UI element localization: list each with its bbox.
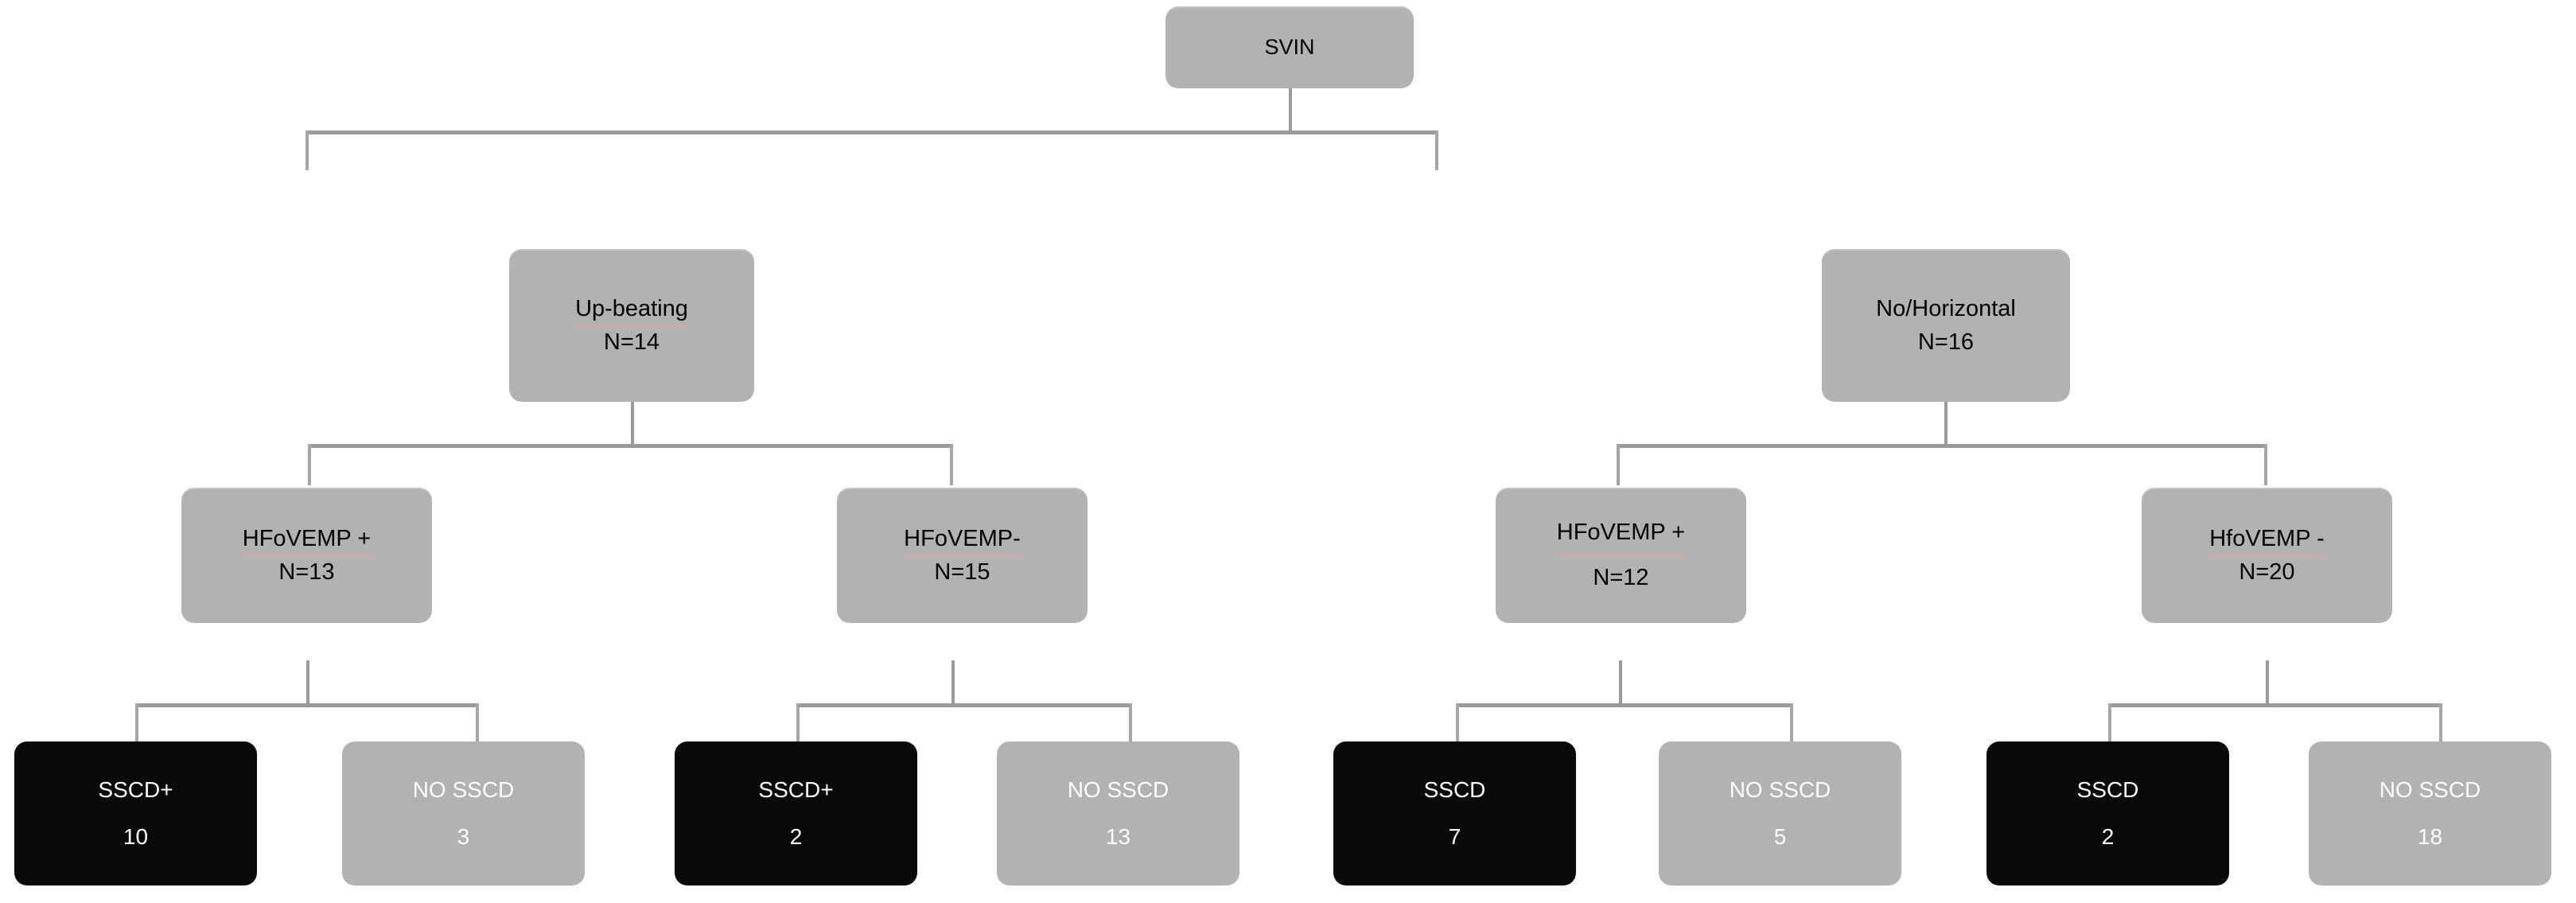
node-leaf-sscd-7[interactable]: SSCD 7 — [1333, 741, 1576, 885]
connector-l2-right-drop-1 — [1617, 444, 1620, 485]
node-level2-no-horizontal[interactable]: No/Horizontal N=16 — [1822, 249, 2070, 402]
node-leaf-sscd-plus-10[interactable]: SSCD+ 10 — [14, 741, 257, 885]
connector-l2-left-bar — [308, 444, 953, 448]
node-level3-count-2: N=12 — [1593, 565, 1649, 590]
node-level3-label-2: HFoVEMP + — [1556, 510, 1686, 556]
connector-l3-1-stem — [306, 660, 309, 706]
node-level3-count-0: N=13 — [278, 559, 335, 585]
connector-l3-3-bar — [1456, 703, 1793, 707]
connector-l3-3-drop-1 — [1456, 703, 1459, 745]
node-leaf-label-6: SSCD — [2076, 777, 2139, 802]
node-leaf-value-1: 3 — [457, 823, 470, 849]
node-leaf-no-sscd-13[interactable]: NO SSCD 13 — [997, 741, 1239, 885]
node-leaf-no-sscd-18[interactable]: NO SSCD 18 — [2309, 741, 2551, 885]
node-leaf-value-3: 13 — [1105, 823, 1131, 849]
connector-l2-right-stem — [1944, 402, 1948, 446]
node-leaf-value-6: 2 — [2101, 823, 2115, 849]
node-level3-hfovemp-minus-15[interactable]: HFoVEMP- N=15 — [837, 488, 1088, 623]
connector-l3-4-bar — [2108, 703, 2442, 707]
connector-root-drop-left — [305, 130, 309, 170]
connector-l2-right-bar — [1617, 444, 2267, 448]
node-level3-count-1: N=15 — [934, 559, 990, 585]
node-leaf-label-4: SSCD — [1423, 777, 1486, 802]
node-leaf-sscd-2[interactable]: SSCD 2 — [1986, 741, 2229, 885]
connector-l2-left-stem — [631, 402, 634, 446]
connector-root-drop-right — [1435, 130, 1438, 170]
connector-l3-4-stem — [2266, 660, 2269, 706]
node-leaf-label-7: NO SSCD — [2379, 777, 2481, 802]
node-leaf-label-1: NO SSCD — [412, 777, 515, 802]
node-leaf-value-7: 18 — [2417, 823, 2443, 849]
node-leaf-label-0: SSCD+ — [98, 777, 173, 802]
connector-l2-left-drop-2 — [950, 444, 953, 485]
connector-l3-1-drop-2 — [476, 703, 479, 745]
node-leaf-no-sscd-3[interactable]: NO SSCD 3 — [342, 741, 585, 885]
connector-l3-2-stem — [951, 660, 955, 706]
connector-l3-2-drop-1 — [796, 703, 800, 745]
node-level3-hfovemp-plus-12[interactable]: HFoVEMP + N=12 — [1496, 488, 1746, 623]
node-leaf-label-5: NO SSCD — [1729, 777, 1831, 802]
node-leaf-value-0: 10 — [123, 823, 149, 849]
connector-l3-4-drop-2 — [2439, 703, 2442, 745]
node-root-svin[interactable]: SVIN — [1165, 6, 1414, 88]
node-leaf-value-4: 7 — [1448, 823, 1461, 849]
node-level3-hfovemp-minus-20[interactable]: HfoVEMP - N=20 — [2142, 488, 2392, 623]
connector-l3-2-bar — [796, 703, 1132, 707]
connector-l3-1-drop-1 — [135, 703, 138, 745]
node-leaf-sscd-plus-2[interactable]: SSCD+ 2 — [675, 741, 917, 885]
node-level2-label-1: No/Horizontal — [1876, 295, 2016, 321]
node-level3-label-1: HFoVEMP- — [904, 522, 1021, 557]
node-leaf-label-2: SSCD+ — [758, 777, 834, 802]
connector-l2-left-drop-1 — [308, 444, 311, 485]
node-root-label: SVIN — [1264, 34, 1315, 59]
connector-l3-3-stem — [1619, 660, 1622, 706]
connector-l3-3-drop-2 — [1790, 703, 1793, 745]
node-level3-hfovemp-plus-13[interactable]: HFoVEMP + N=13 — [181, 488, 432, 623]
node-leaf-label-3: NO SSCD — [1067, 777, 1169, 802]
node-level3-label-3: HfoVEMP - — [2209, 522, 2325, 557]
node-level2-label-0: Up-beating — [575, 292, 688, 327]
node-leaf-value-5: 5 — [1773, 823, 1787, 849]
connector-l3-1-bar — [135, 703, 479, 707]
connector-l2-right-drop-2 — [2264, 444, 2267, 485]
connector-l3-4-drop-1 — [2108, 703, 2111, 745]
node-level2-up-beating[interactable]: Up-beating N=14 — [509, 249, 754, 402]
node-leaf-value-2: 2 — [789, 823, 803, 849]
node-leaf-no-sscd-5[interactable]: NO SSCD 5 — [1659, 741, 1901, 885]
connector-root-bar — [305, 130, 1438, 134]
connector-root-stem — [1289, 88, 1292, 133]
node-level3-label-0: HFoVEMP + — [242, 522, 372, 557]
node-level3-count-3: N=20 — [2239, 559, 2295, 585]
node-level2-count-1: N=16 — [1917, 329, 1975, 355]
connector-l3-2-drop-2 — [1129, 703, 1132, 745]
node-level2-count-0: N=14 — [603, 329, 660, 355]
